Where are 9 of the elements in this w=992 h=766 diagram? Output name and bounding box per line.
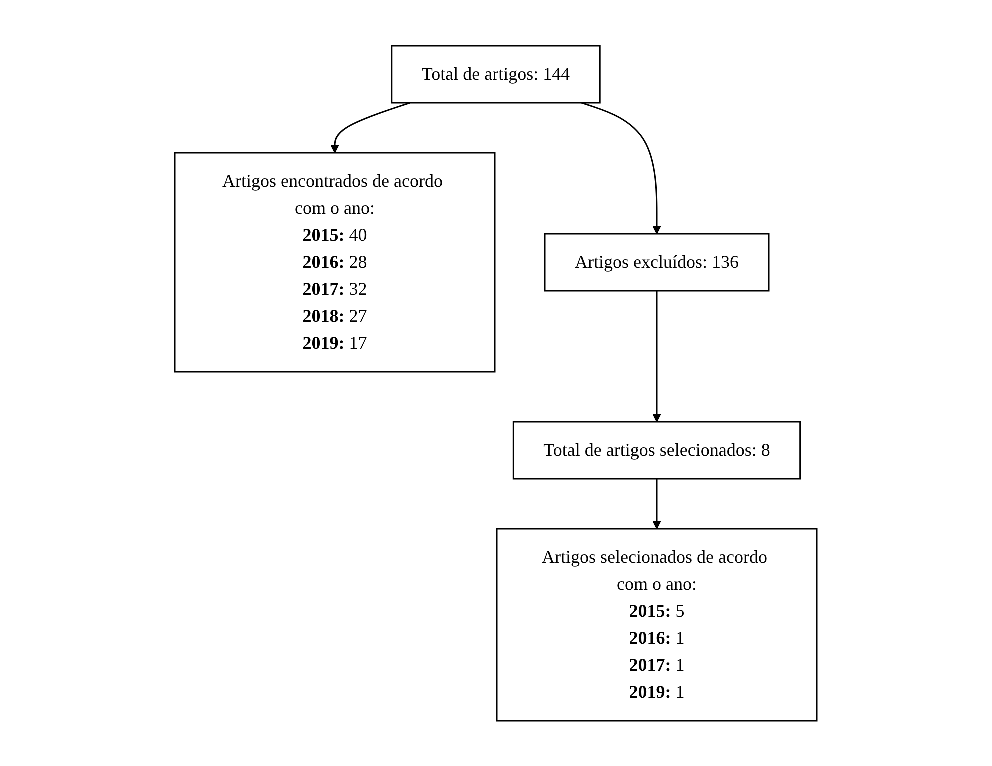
node-box: Total de artigos: 144	[391, 44, 601, 104]
arrow	[582, 102, 662, 234]
arrow	[330, 102, 410, 153]
node-box: Artigos encontrados de acordo com o ano: 2015: 40 2016: 28 2017: 32 2018: 27 2019: 17	[174, 152, 496, 372]
arrow	[652, 478, 662, 529]
node-box: Artigos selecionados de acordo com o ano: 2015: 5 2016: 1 2017: 1 2019: 1	[496, 528, 818, 722]
node-box: Total de artigos selecionados: 8	[512, 420, 802, 480]
arrow	[652, 290, 662, 422]
node-box: Artigos excluídos: 136	[544, 232, 770, 292]
